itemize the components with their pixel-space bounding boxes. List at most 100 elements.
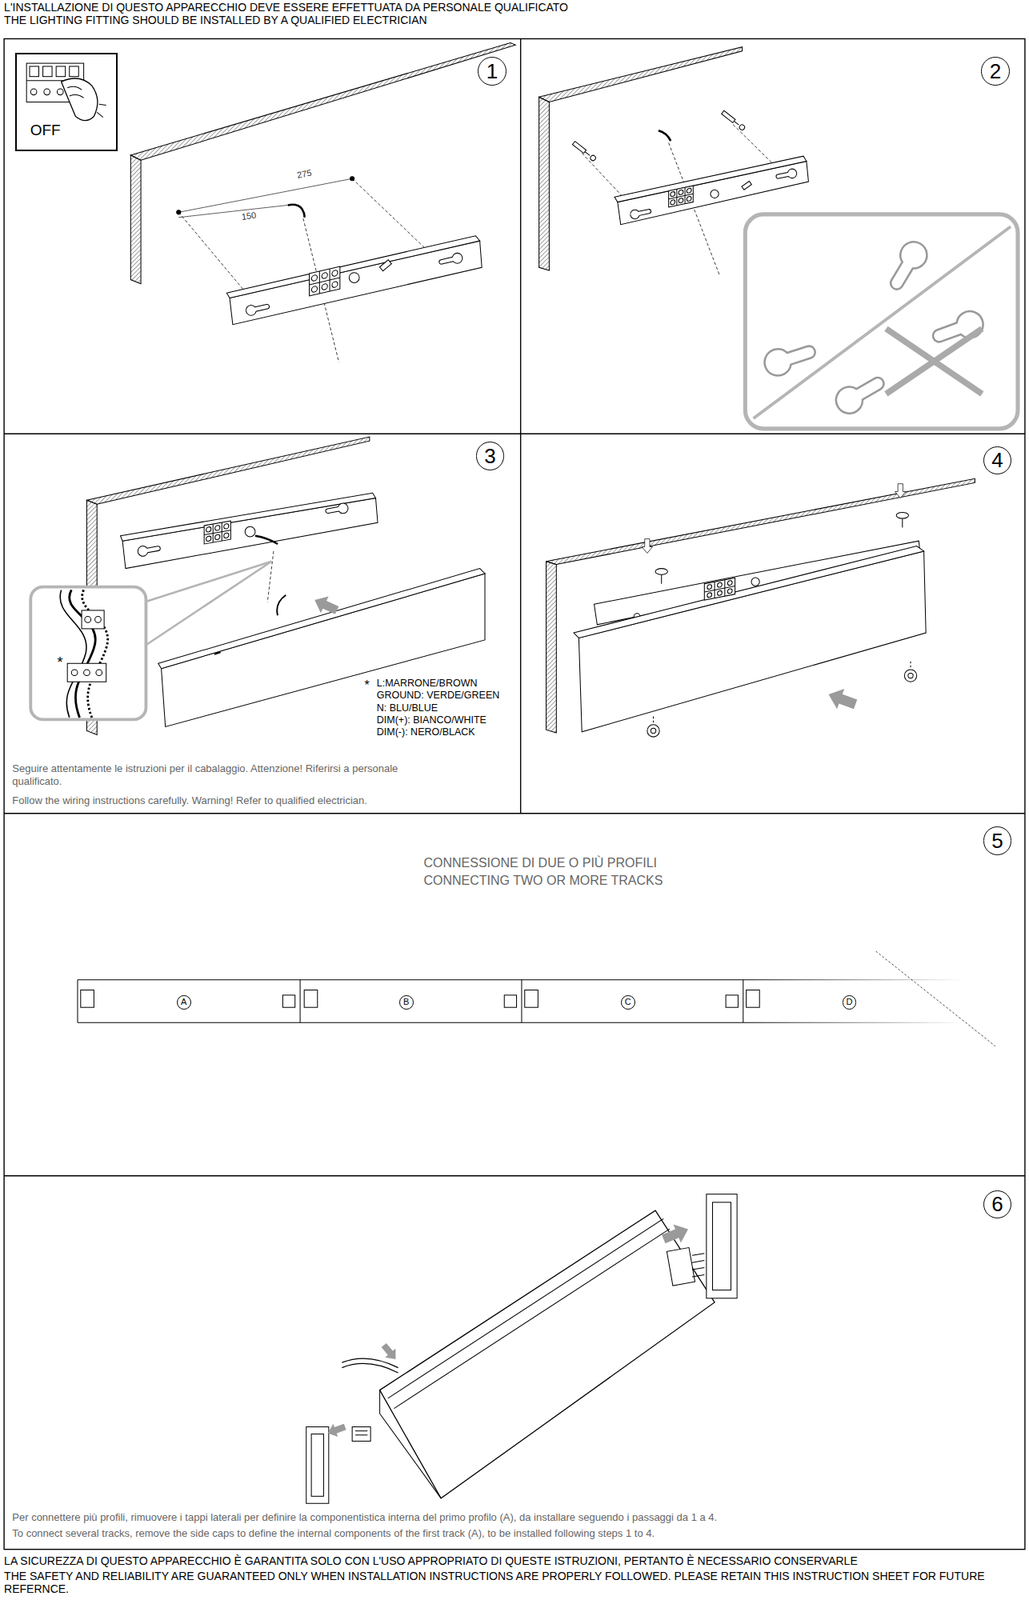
wiring-note: Seguire attentamente le istruzioni per i… (12, 762, 429, 789)
step1-illustration (178, 204, 289, 217)
number-text: C (624, 997, 632, 1007)
step1-illustration (130, 43, 516, 161)
keyhole-slot (831, 369, 890, 419)
direction-arrow (325, 1420, 348, 1440)
panel-frame (4, 812, 1025, 814)
terminal-block (321, 283, 328, 291)
terminal-block (311, 285, 317, 293)
terminal-block (204, 530, 231, 536)
step3-illustration (71, 669, 78, 677)
step4-illustration (908, 672, 913, 678)
step-note: Per connettere più profili, rimuovere i … (12, 1511, 1005, 1525)
keyhole-detail-inset (753, 226, 1012, 419)
terminal-block (309, 266, 341, 297)
step3-illustration (30, 587, 146, 721)
step2-illustration (738, 124, 746, 132)
step5-tracks (742, 980, 744, 1024)
step6-illustration (692, 1261, 705, 1264)
power-off-icon (56, 88, 64, 96)
track-letter: D (842, 995, 857, 1010)
step3-illustration (86, 436, 369, 505)
step-number: 5 (983, 826, 1013, 856)
step3-illustration (95, 616, 102, 624)
step5-tracks (80, 990, 95, 1009)
step1-illustration (229, 240, 482, 325)
step3-illustration (276, 595, 286, 617)
step4-illustration (910, 661, 912, 670)
terminal-block (727, 588, 733, 594)
step2-illustration (658, 130, 671, 141)
step4-illustration (650, 728, 656, 733)
step3-illustration (244, 526, 256, 537)
number-text: 5 (991, 830, 1003, 852)
direction-arrow (895, 484, 906, 499)
step3-illustration (267, 551, 274, 603)
step3-illustration (69, 589, 97, 717)
step2-illustration (614, 156, 807, 202)
dimension: 150 (240, 210, 257, 224)
terminal-block (204, 520, 231, 545)
terminal-block (678, 189, 684, 196)
step3-illustration (214, 652, 221, 655)
step4-illustration (655, 568, 668, 576)
power-off-icon (44, 88, 51, 96)
terminal-block (717, 590, 723, 597)
step5-tracks (76, 980, 78, 1024)
step5-tracks (743, 1022, 965, 1024)
terminal-block (670, 199, 676, 205)
step2-illustration (539, 96, 550, 271)
terminal-block (668, 185, 694, 208)
panel-frame (4, 433, 1025, 435)
callout-mark: * (364, 677, 369, 693)
step6-illustration (712, 1202, 732, 1291)
step3-illustration (96, 669, 103, 677)
number-text: 3 (484, 445, 496, 467)
step4-illustration (901, 518, 903, 528)
step6-illustration (692, 1253, 705, 1257)
step6-illustration (306, 1194, 737, 1505)
step5-tracks (304, 990, 318, 1009)
power-off-icon (30, 88, 37, 96)
step6-illustration (341, 1358, 398, 1368)
terminal-block (215, 534, 221, 541)
step3-illustration (67, 663, 106, 682)
keyhole-slot (629, 206, 653, 221)
step5-tracks (520, 980, 522, 1024)
keyhole-detail (885, 328, 982, 395)
step6-illustration (311, 1433, 324, 1497)
step5-tracks (746, 990, 761, 1009)
step4-illustration (546, 561, 557, 733)
step-heading: CONNECTING TWO OR MORE TRACKS (423, 872, 663, 889)
step3-illustration (137, 561, 272, 605)
terminal-block (332, 280, 338, 289)
panel-frame (520, 38, 521, 813)
step-heading: CONNESSIONE DI DUE O PIÙ PROFILI (423, 855, 657, 871)
direction-arrow (641, 539, 653, 554)
panel-frame (4, 1175, 1025, 1177)
step2-illustration (584, 152, 590, 157)
step4-illustration (660, 574, 662, 584)
step6-illustration (355, 1434, 368, 1436)
terminal-block (321, 272, 328, 280)
step2-illustration (572, 140, 597, 162)
step4-illustration (647, 724, 660, 737)
step4-illustration (904, 669, 917, 682)
step2-illustration (721, 110, 736, 123)
direction-arrow (660, 1220, 693, 1249)
step5-tracks (876, 951, 996, 1047)
step6-illustration (706, 1194, 737, 1299)
step3-illustration (60, 589, 87, 717)
terminal-block (707, 584, 713, 590)
step5-tracks (743, 979, 965, 981)
step1-illustration (348, 272, 360, 284)
step6-illustration (666, 1247, 695, 1286)
number-text: 4 (991, 449, 1003, 471)
terminal-block (670, 191, 676, 197)
power-off-icon (29, 66, 39, 77)
terminal-block (704, 577, 735, 601)
wire-color: DIM(-): NERO/BLACK (376, 726, 476, 739)
keyhole-detail (885, 328, 982, 395)
keyhole-detail-inset (744, 214, 1018, 429)
step5-tracks (504, 995, 517, 1008)
